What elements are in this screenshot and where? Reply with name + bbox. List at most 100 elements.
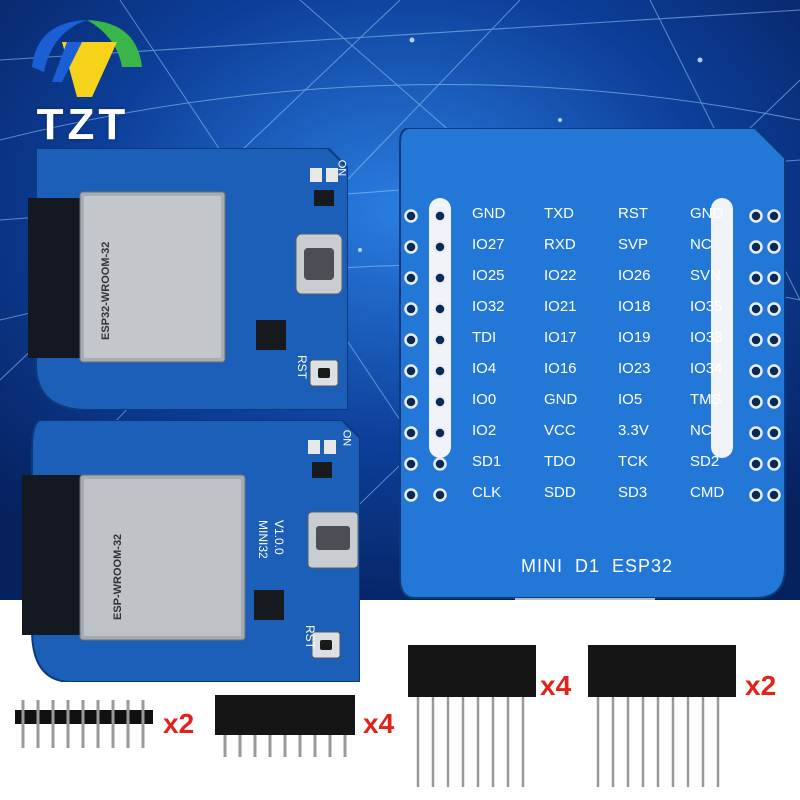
left-pin-label: IO17	[544, 329, 577, 346]
pin-hole	[433, 271, 447, 285]
pin-hole	[404, 488, 418, 502]
pin-hole	[404, 426, 418, 440]
pin-hole	[767, 426, 781, 440]
left-pin-label: IO16	[544, 360, 577, 377]
left-pin-row: IO25 IO22	[472, 267, 612, 287]
pin-hole	[749, 364, 763, 378]
module-label-bottom: ESP-WROOM-32	[112, 533, 124, 620]
right-pin-label: GND	[690, 205, 724, 222]
right-pin-label: IO23	[618, 360, 651, 377]
left-pin-label: TDO	[544, 453, 576, 470]
pin-hole	[749, 271, 763, 285]
right-pin-label: CMD	[690, 484, 725, 501]
pin-hole	[749, 488, 763, 502]
pin-hole	[749, 240, 763, 254]
left-pin-row: IO2 VCC	[472, 422, 612, 442]
right-pin-label: SVN	[690, 267, 721, 284]
left-pin-row: GND TXD	[472, 205, 612, 225]
silk-version-bottom: V1.0.0	[272, 520, 286, 555]
left-pin-label: RXD	[544, 236, 576, 253]
tall-female-header-long	[588, 645, 736, 787]
short-female-header	[215, 695, 355, 757]
pin-hole	[433, 333, 447, 347]
pin-hole	[767, 271, 781, 285]
right-pin-label: NC	[690, 422, 712, 439]
pin-hole	[404, 209, 418, 223]
right-pin-row: IO26 SVN	[618, 267, 758, 287]
left-pin-label: IO27	[472, 236, 505, 253]
left-pin-label: IO32	[472, 298, 505, 315]
pin-hole	[404, 364, 418, 378]
silk-name-bottom: MINI32	[256, 520, 270, 559]
right-pin-row: RST GND	[618, 205, 758, 225]
pin-hole	[404, 271, 418, 285]
left-pin-label: SDD	[544, 484, 576, 501]
pin-hole	[767, 302, 781, 316]
right-pin-label: RST	[618, 205, 648, 222]
module-label-top: ESP32-WROOM-32	[100, 241, 112, 340]
pin-hole	[749, 426, 763, 440]
pin-hole	[433, 395, 447, 409]
rst-label-bottom: RST	[303, 625, 317, 649]
brand-name: TZT	[36, 100, 130, 149]
right-pin-row: 3.3V NC	[618, 422, 758, 442]
right-pin-label: TCK	[618, 453, 648, 470]
right-pin-label: IO19	[618, 329, 651, 346]
right-pin-row: IO23 IO34	[618, 360, 758, 380]
pin-hole	[433, 426, 447, 440]
pin-hole	[404, 240, 418, 254]
right-pin-label: 3.3V	[618, 422, 649, 439]
qty-short-female-header: x4	[363, 708, 395, 739]
on-label-top: ON	[335, 159, 348, 177]
left-pin-row: IO0 GND	[472, 391, 612, 411]
right-pin-label: IO33	[690, 329, 723, 346]
tall-female-header	[408, 645, 536, 787]
left-pin-row: TDI IO17	[472, 329, 612, 349]
esp32-board-bottom	[22, 420, 360, 682]
left-pin-label: GND	[472, 205, 506, 222]
pin-hole	[749, 395, 763, 409]
pin-hole	[749, 209, 763, 223]
right-pin-label: IO5	[618, 391, 643, 408]
left-pin-label: IO25	[472, 267, 505, 284]
pin-hole	[767, 209, 781, 223]
pin-hole	[433, 209, 447, 223]
pin-hole	[767, 364, 781, 378]
tzt-logo-icon	[32, 20, 142, 97]
pin-hole	[404, 333, 418, 347]
left-pin-label: IO22	[544, 267, 577, 284]
right-pin-row: IO19 IO33	[618, 329, 758, 349]
board-title: MINI D1 ESP32	[520, 556, 674, 576]
pin-hole	[767, 395, 781, 409]
left-pin-label: IO2	[472, 422, 497, 439]
pin-hole	[767, 333, 781, 347]
pin-hole	[404, 302, 418, 316]
pin-hole	[749, 302, 763, 316]
on-label-bottom: ON	[340, 429, 353, 447]
pin-hole	[767, 240, 781, 254]
left-pin-label: IO4	[472, 360, 497, 377]
pin-hole	[749, 333, 763, 347]
male-header	[15, 700, 153, 748]
right-pin-label: IO26	[618, 267, 651, 284]
right-pin-label: IO34	[690, 360, 723, 377]
pin-hole	[433, 302, 447, 316]
left-pin-label: GND	[544, 391, 578, 408]
left-pin-label: TDI	[472, 329, 497, 346]
pin-hole	[767, 488, 781, 502]
pin-hole	[433, 488, 447, 502]
left-pin-label: TXD	[544, 205, 574, 222]
qty-tall-female-header-long: x2	[745, 670, 777, 701]
esp32-board-top	[28, 148, 348, 410]
left-pin-row: IO27 RXD	[472, 236, 612, 256]
left-pin-label: IO0	[472, 391, 497, 408]
pin-hole	[433, 457, 447, 471]
left-pin-label: VCC	[544, 422, 576, 439]
